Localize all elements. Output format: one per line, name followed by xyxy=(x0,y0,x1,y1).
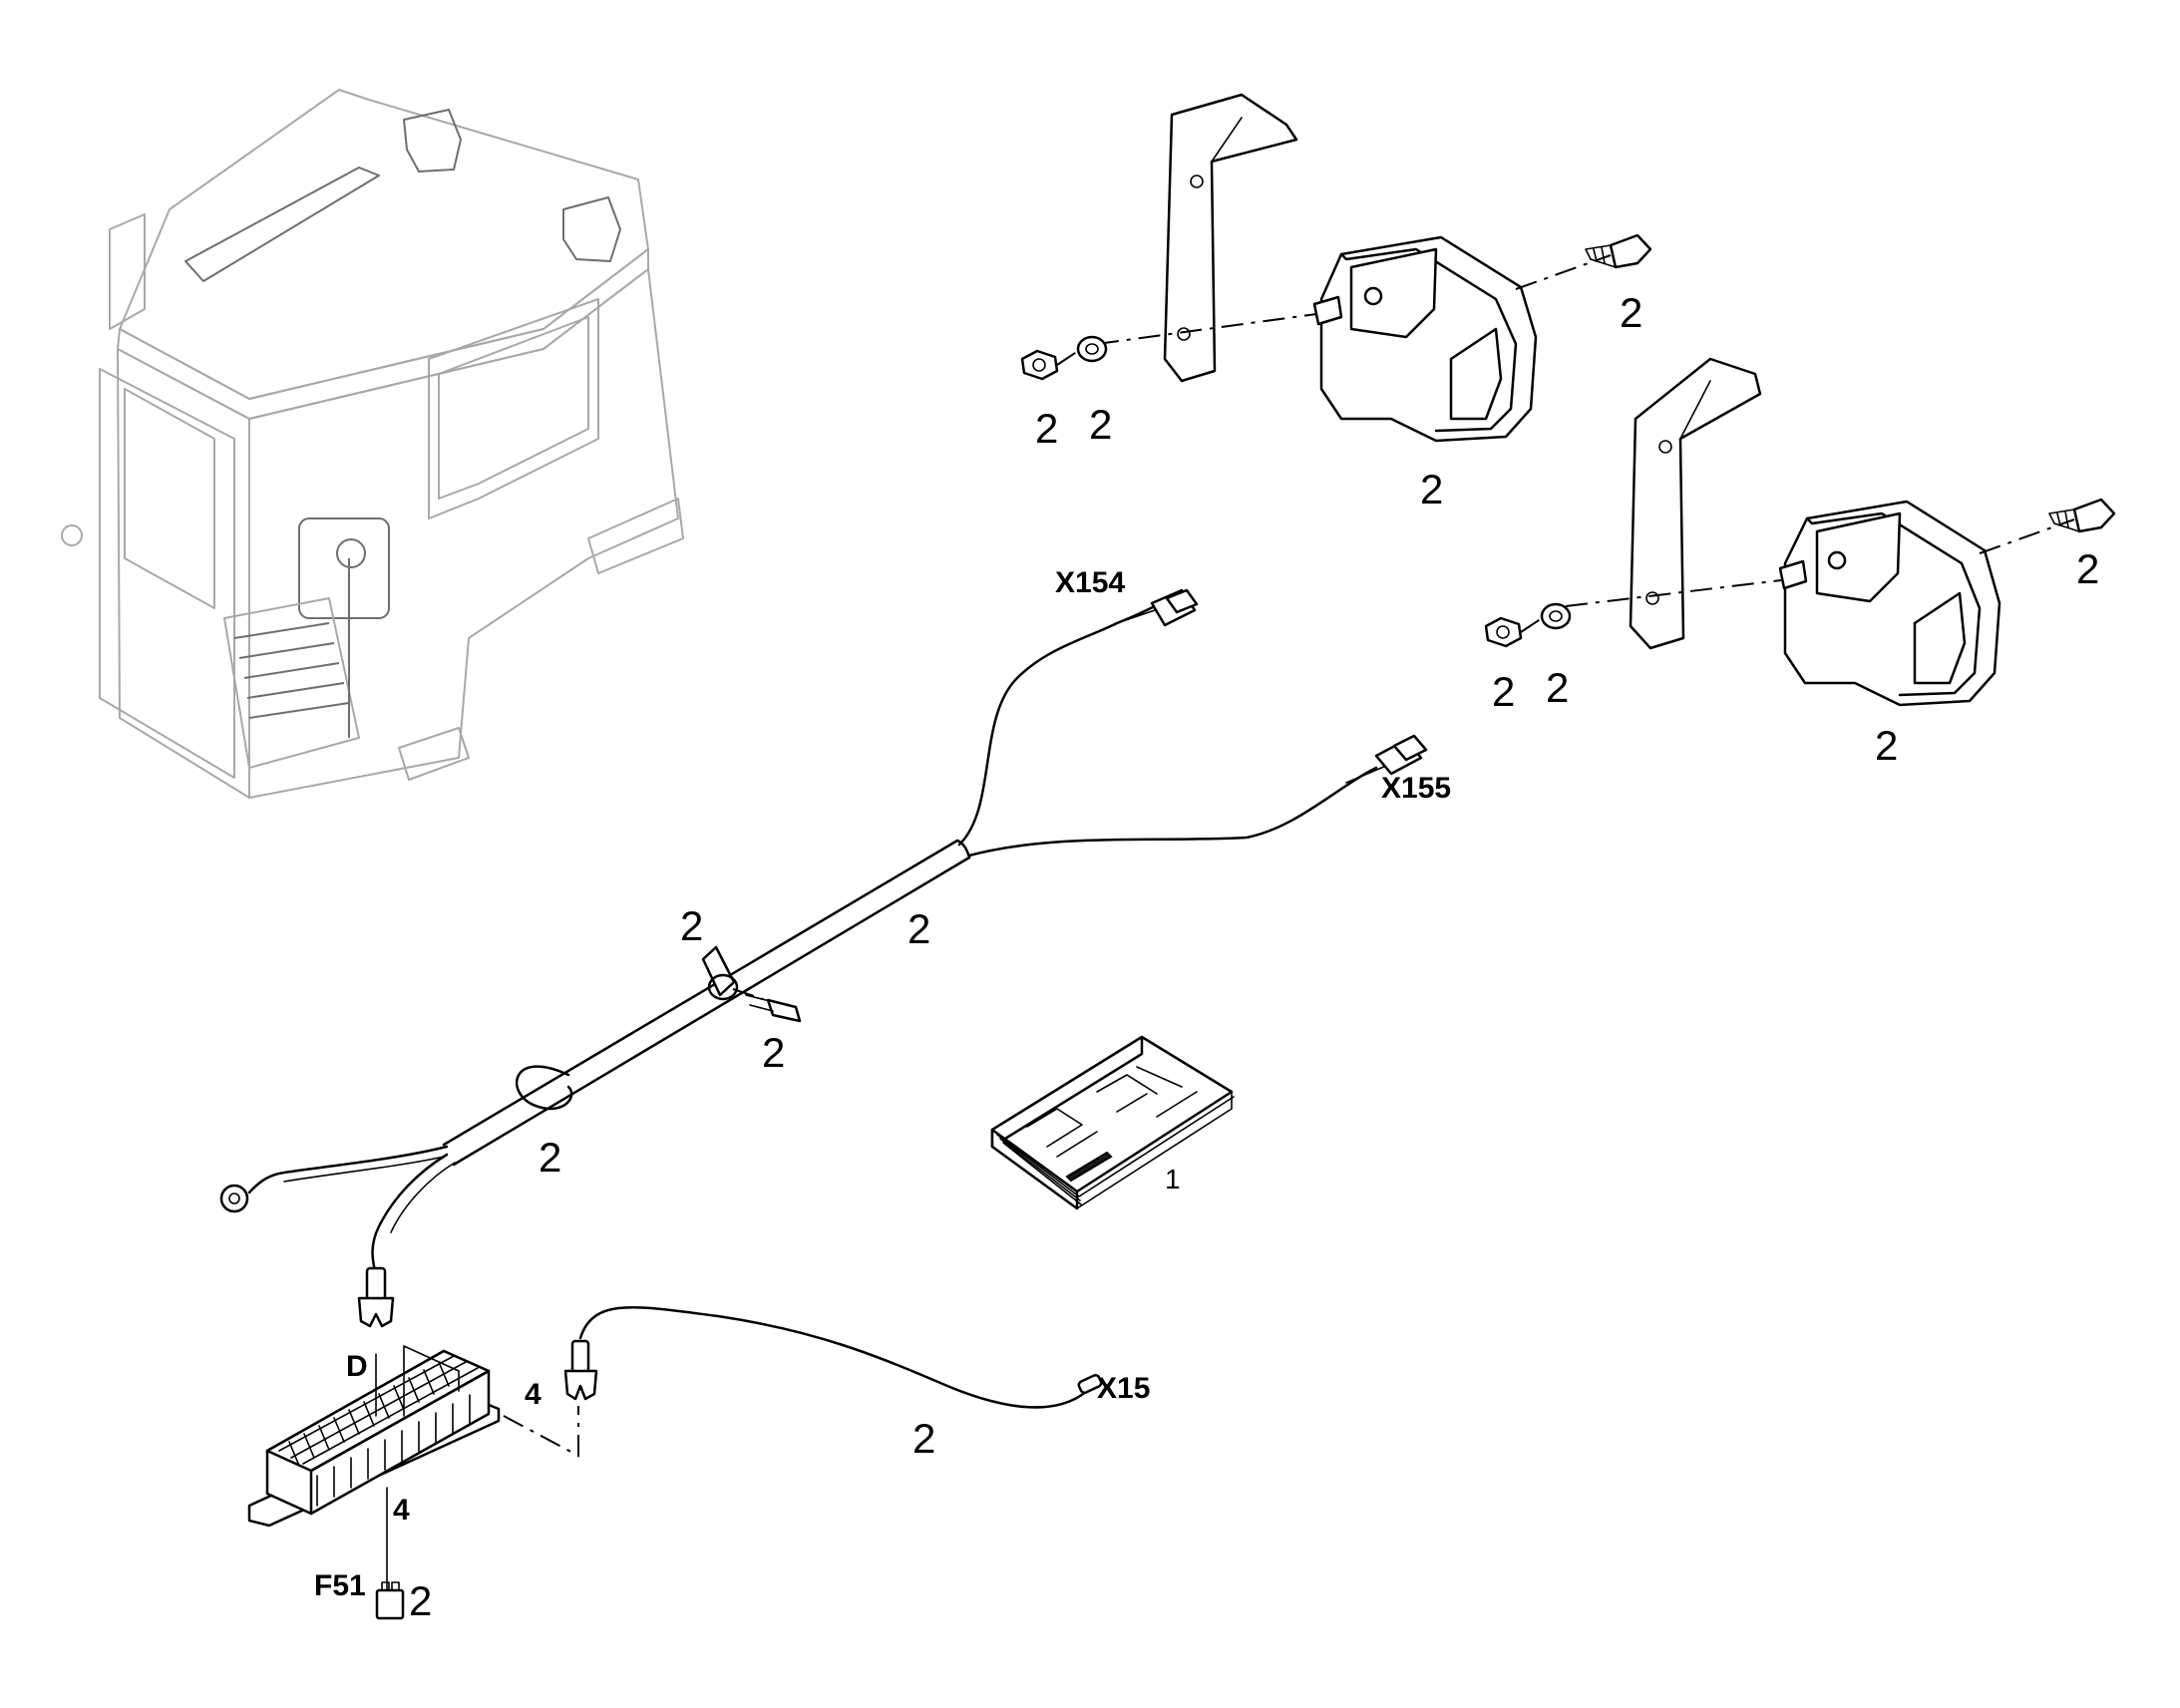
label-d: D xyxy=(346,1350,368,1383)
bolt-icon xyxy=(2048,498,2116,533)
callout-fuse: 2 xyxy=(409,1577,432,1624)
work-lamp-assembly-2 xyxy=(1484,357,2116,707)
connector-x15-icon xyxy=(1077,1373,1103,1395)
callout-lamp1: 2 xyxy=(1420,466,1443,512)
callout-booklet: 1 xyxy=(1165,1164,1181,1195)
callout-relay-cable: 2 xyxy=(912,1415,935,1462)
connector-x155-icon xyxy=(1374,734,1428,776)
fuse-box xyxy=(247,1345,579,1620)
callout-bolt-lamp2: 2 xyxy=(2076,545,2099,592)
harness-clamp-icon xyxy=(515,1065,573,1111)
cab-roof-lamp-icon xyxy=(403,109,621,262)
wiring-booklet-icon xyxy=(990,1035,1235,1210)
screw-icon xyxy=(732,988,802,1023)
harness-clip-icon xyxy=(701,945,739,1001)
nut-icon xyxy=(1484,616,1523,648)
callout-nut-lamp1: 2 xyxy=(1035,405,1058,452)
callout-relay-terminal: 4 xyxy=(525,1378,542,1411)
bolt-icon xyxy=(1585,233,1652,269)
wiring-harness xyxy=(219,588,1428,1409)
callout-lamp2: 2 xyxy=(1875,722,1898,769)
label-x154: X154 xyxy=(1055,566,1125,599)
callout-washer-lamp2: 2 xyxy=(1546,664,1569,711)
label-x15: X15 xyxy=(1097,1372,1150,1405)
flat-terminal-icon xyxy=(357,1266,395,1328)
cab-illustration xyxy=(61,89,684,799)
callout-nut-lamp2: 2 xyxy=(1492,668,1515,715)
callout-clip-upper: 2 xyxy=(680,902,703,949)
nut-icon xyxy=(1020,349,1059,381)
washer-icon xyxy=(1540,602,1572,630)
callout-harness-main: 2 xyxy=(908,905,930,952)
flat-terminal-icon xyxy=(563,1339,598,1401)
washer-icon xyxy=(1076,335,1108,363)
callout-screw-clip: 2 xyxy=(762,1029,785,1076)
eye-terminal-icon xyxy=(219,1184,249,1213)
connector-x154-icon xyxy=(1150,588,1199,627)
callout-clamp-lower: 2 xyxy=(539,1134,561,1181)
work-lamp-assembly-1 xyxy=(1020,93,1652,443)
label-f51: F51 xyxy=(314,1569,366,1602)
callout-bolt-lamp1: 2 xyxy=(1620,289,1642,336)
callout-fuse-terminal: 4 xyxy=(393,1494,410,1527)
fuse-f51-icon xyxy=(375,1581,405,1620)
label-x155: X155 xyxy=(1381,772,1451,805)
callout-washer-lamp1: 2 xyxy=(1089,401,1112,448)
